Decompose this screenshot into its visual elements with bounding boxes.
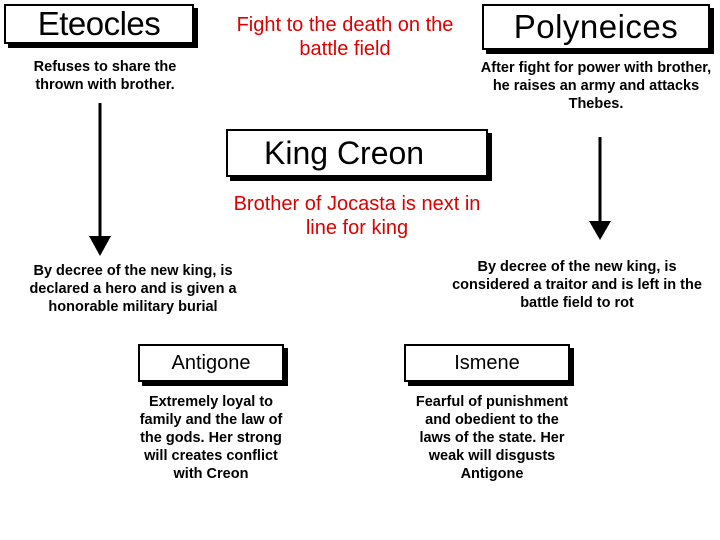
polyneices-decree: By decree of the new king, is considered…	[452, 259, 702, 312]
conflict-text: Fight to the death on the battle field	[236, 14, 454, 61]
polyneices-name: Polyneices	[513, 8, 679, 45]
ismene-name: Ismene	[454, 351, 520, 374]
polyneices-description: After fight for power with brother, he r…	[480, 60, 712, 113]
creon-description: Brother of Jocasta is next in line for k…	[233, 193, 481, 240]
antigone-description: Extremely loyal to family and the law of…	[139, 394, 283, 482]
eteocles-arrowhead	[89, 236, 111, 256]
polyneices-box: Polyneices	[482, 4, 710, 50]
ismene-box: Ismene	[404, 344, 570, 382]
creon-box: King Creon	[226, 129, 488, 177]
eteocles-name: Eteocles	[37, 5, 161, 42]
creon-name: King Creon	[264, 134, 425, 171]
antigone-name: Antigone	[171, 351, 251, 374]
ismene-description: Fearful of punishment and obedient to th…	[415, 394, 569, 482]
polyneices-arrowhead	[589, 221, 611, 240]
eteocles-description: Refuses to share the thrown with brother…	[33, 59, 177, 94]
eteocles-decree: By decree of the new king, is declared a…	[29, 263, 237, 316]
antigone-box: Antigone	[138, 344, 284, 382]
eteocles-box: Eteocles	[4, 4, 194, 44]
